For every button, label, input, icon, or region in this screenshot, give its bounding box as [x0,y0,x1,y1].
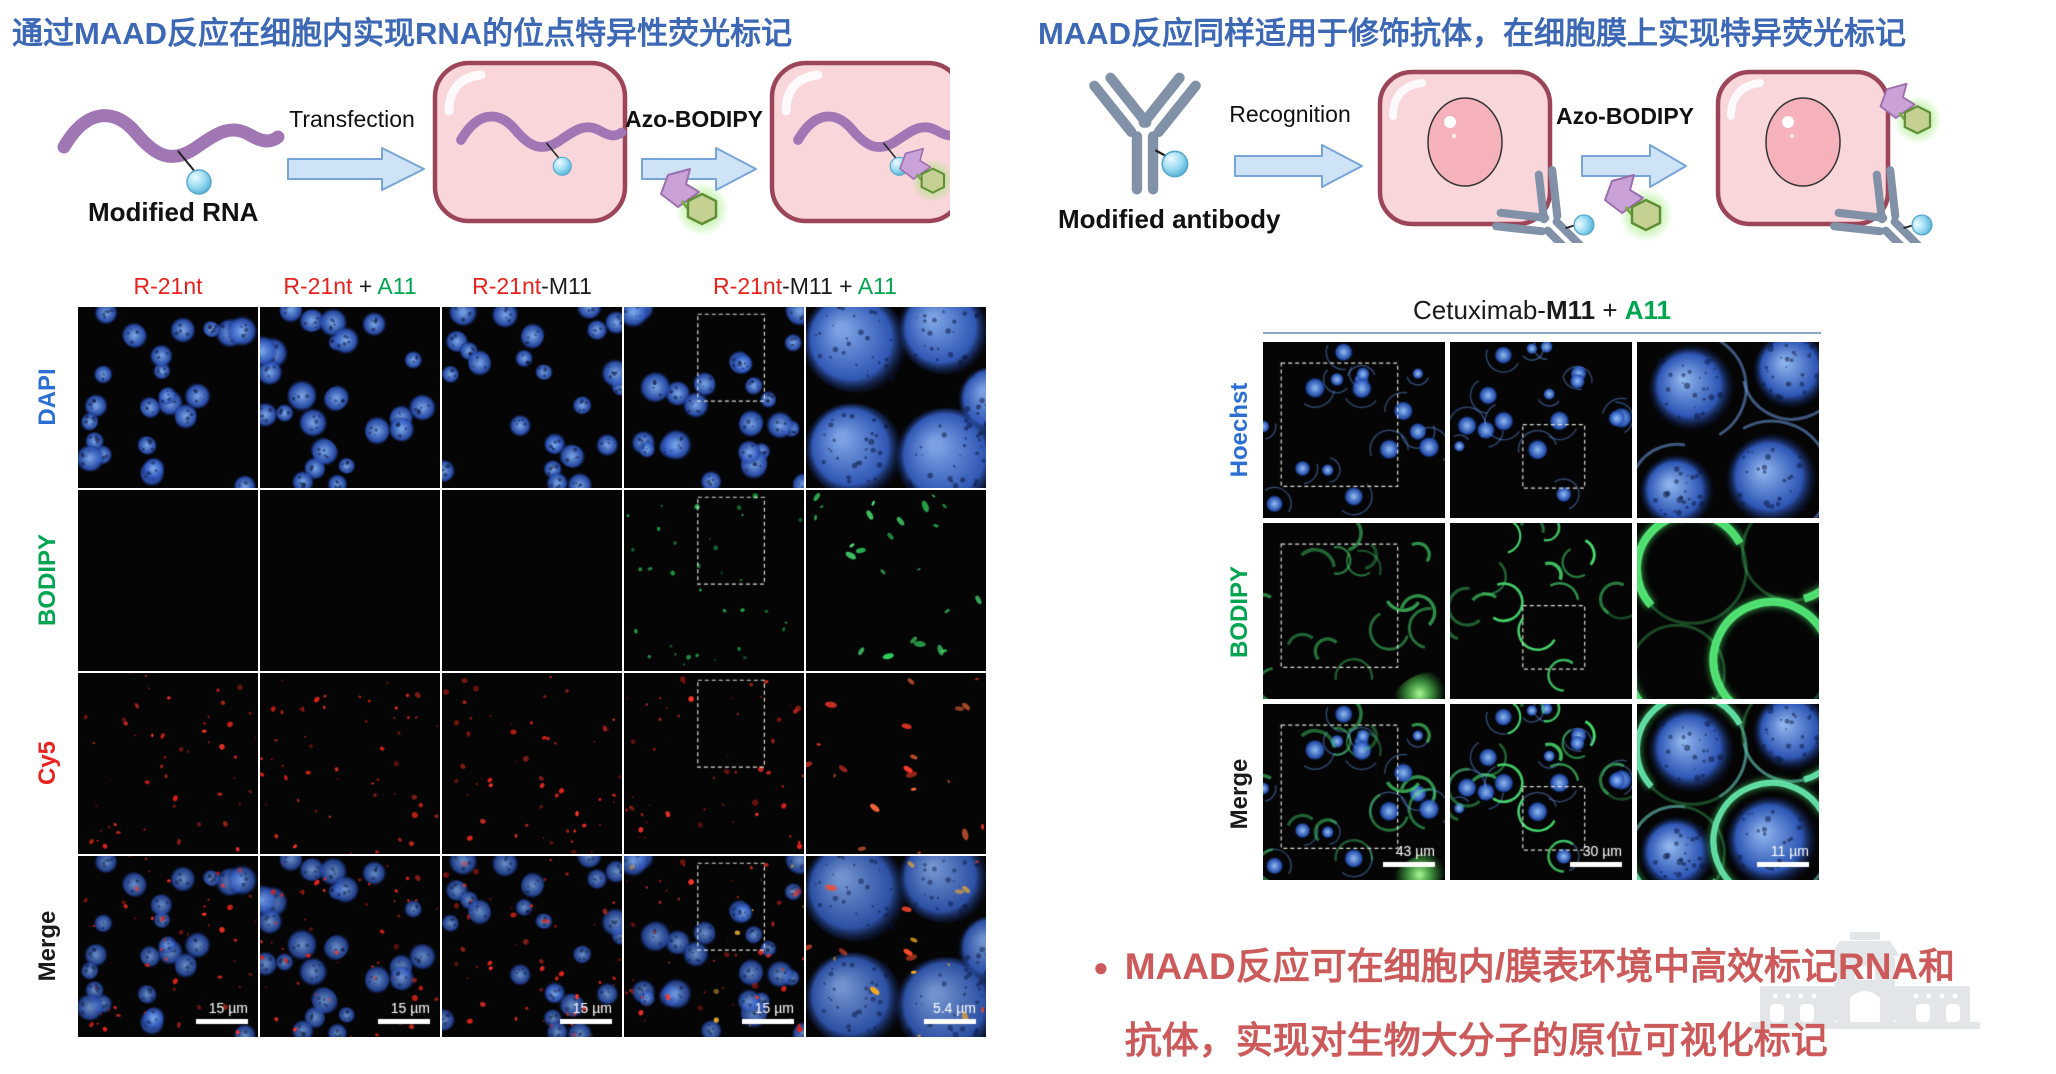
col-header-r21nt-m11: R-21nt-M11 [472,273,592,300]
conclusion-line2: 抗体，实现对生物大分子的原位可视化标记 [1124,1020,1828,1061]
text-part: A11 [857,273,897,299]
arrow-right-icon [1234,144,1363,188]
text-part: Cetuximab- [1413,295,1546,325]
text-part: A11 [377,273,417,299]
bullet-icon: ● [1093,952,1109,982]
micrograph-merge-col3 [442,856,622,1037]
text-part: -M11 + [782,273,858,299]
text-part: -M11 [541,273,592,299]
micrograph-bodipy-col1 [78,490,258,671]
micrograph-merge-col1 [1263,704,1445,880]
arrow-right-icon [641,147,757,191]
micrograph-cy5-col5 [806,673,986,854]
right-micrograph-grid [1263,342,1819,880]
modified-rna-icon [64,116,278,194]
text-part: R-21nt [133,273,203,299]
micrograph-dapi-col1 [78,307,258,488]
azo-bodipy-icon [1603,173,1675,243]
micrograph-hoechst-col1 [1263,342,1445,518]
micrograph-bodipy-col4 [624,490,804,671]
micrograph-hoechst-col2 [1450,342,1632,518]
micrograph-merge-col4 [624,856,804,1037]
micrograph-dapi-col4 [624,307,804,488]
transfection-label: Transfection [289,106,415,132]
recognition-label: Recognition [1229,101,1350,127]
modified-rna-label: Modified RNA [88,197,259,227]
antibody-icon [1094,78,1195,190]
antibody-labeling-scheme: Recognition Azo-BODIPY Modified antibody [1058,58,2050,243]
cell-with-nucleus-icon [1380,72,1550,224]
micrograph-bodipy-col2 [1450,523,1632,699]
row-label-merge: Merge [1226,758,1253,830]
micrograph-merge-col5 [806,856,986,1037]
micrograph-merge-col1 [78,856,258,1037]
micrograph-merge-col2 [260,856,440,1037]
micrograph-cy5-col3 [442,673,622,854]
micrograph-merge-col3 [1637,704,1819,880]
micrograph-dapi-col2 [260,307,440,488]
azo-bodipy-label: Azo-BODIPY [625,106,763,132]
col-header-r21nt-m11-a11: R-21nt-M11 + A11 [713,273,897,300]
text-part: + [352,273,378,299]
right-section-title: MAAD反应同样适用于修饰抗体，在细胞膜上实现特异荧光标记 [1038,16,1906,51]
left-section-title: 通过MAAD反应在细胞内实现RNA的位点特异性荧光标记 [12,16,793,51]
micrograph-cy5-col1 [78,673,258,854]
col-header-r21nt: R-21nt [133,273,202,300]
text-part: M11 [1545,295,1596,325]
azo-bodipy-label: Azo-BODIPY [1556,103,1694,129]
conclusion: ● MAAD反应可在细胞内/膜表环境中高效标记RNA和 抗体，实现对生物大分子的… [1093,930,2053,1074]
micrograph-dapi-col5 [806,307,986,488]
micrograph-hoechst-col3 [1637,342,1819,518]
text-part: R-21nt [713,273,783,299]
micrograph-bodipy-col5 [806,490,986,671]
micrograph-bodipy-col2 [260,490,440,671]
watermark-university-logo [1750,932,1980,1029]
text-part: A11 [1624,295,1671,325]
right-grid-header: Cetuximab-M11 + A11 [1263,295,1821,334]
row-label-cy5: Cy5 [34,740,61,786]
row-label-merge: Merge [34,910,61,982]
col-header-r21nt-a11: R-21nt + A11 [283,273,416,300]
left-micrograph-grid [78,307,986,1037]
rna-labeling-scheme: Transfection Azo-BODIPY Modified RNA [30,55,950,235]
row-label-bodipy: BODIPY [34,533,61,627]
conclusion-line1: MAAD反应可在细胞内/膜表环境中高效标记RNA和 [1124,946,1956,987]
text-part: R-21nt [472,273,542,299]
labeled-cell-icon [1718,72,1888,224]
text-part: + [1595,295,1625,325]
micrograph-bodipy-col3 [442,490,622,671]
text-part: R-21nt [283,273,353,299]
row-label-hoechst: Hoechst [1226,382,1253,478]
micrograph-cy5-col4 [624,673,804,854]
arrow-right-icon [287,147,425,191]
modified-antibody-label: Modified antibody [1058,204,1281,234]
micrograph-bodipy-col3 [1637,523,1819,699]
row-label-bodipy: BODIPY [1226,565,1253,659]
arrow-right-icon [1581,144,1687,188]
micrograph-bodipy-col1 [1263,523,1445,699]
micrograph-cy5-col2 [260,673,440,854]
row-label-dapi: DAPI [34,368,61,426]
micrograph-merge-col2 [1450,704,1632,880]
micrograph-dapi-col3 [442,307,622,488]
